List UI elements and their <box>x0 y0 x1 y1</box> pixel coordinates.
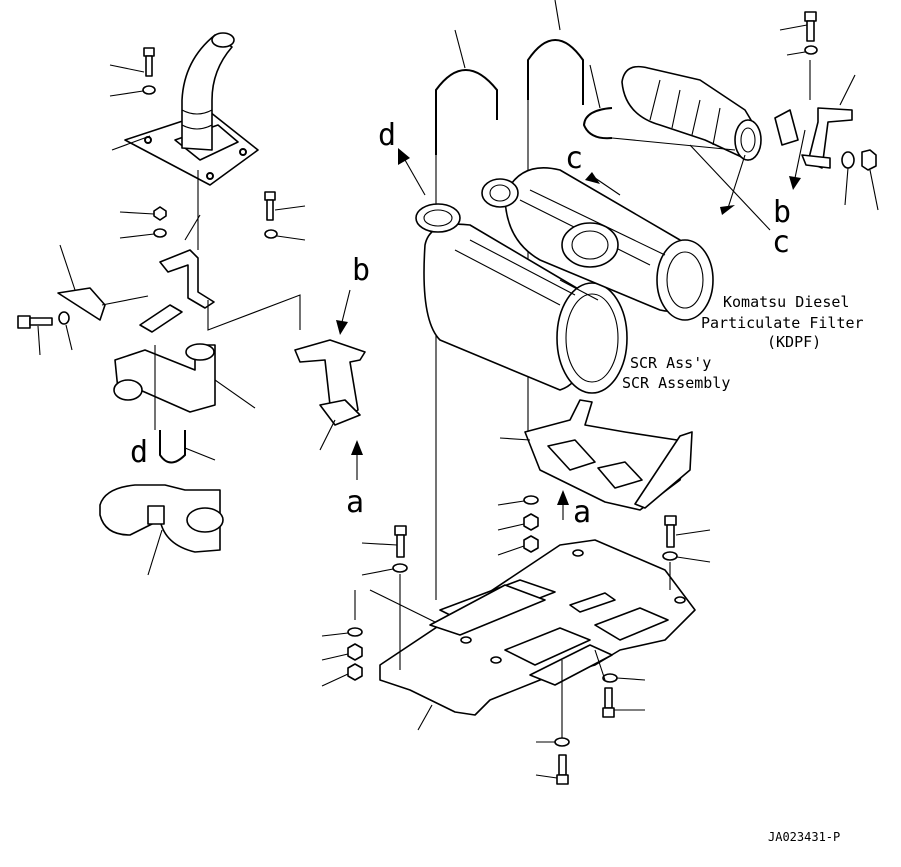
scr-label-line2: SCR Assembly <box>622 374 730 392</box>
washer-lower-right <box>662 551 711 563</box>
arrow-c-top <box>585 172 621 196</box>
vertical-bracket-center <box>294 339 366 451</box>
base-frame <box>379 539 696 731</box>
bolt-lower-left <box>361 525 407 558</box>
nut-lower-left-1 <box>321 643 363 661</box>
label-a-center: a <box>573 495 591 530</box>
arrow-b-right <box>789 129 806 190</box>
label-b-left: b <box>352 253 370 288</box>
bolt-left-upper <box>264 191 306 221</box>
label-d-top: d <box>378 118 396 153</box>
bracket-kdpf <box>801 74 856 169</box>
nut-left <box>119 206 167 221</box>
arrow-a-center <box>557 490 569 520</box>
arrow-a-left <box>351 440 363 480</box>
washer-bottom <box>536 737 570 747</box>
arrow-d-top <box>398 148 426 196</box>
washer-lower-left <box>361 563 408 576</box>
bolt-lower-right <box>664 515 711 548</box>
nut-center-2 <box>497 535 539 556</box>
arrow-c-right <box>689 144 771 231</box>
kdpf-label-line2: Particulate Filter <box>701 314 864 332</box>
clip-kdpf <box>774 109 799 146</box>
figure-code: JA023431-P <box>768 830 840 844</box>
label-d-left: d <box>130 435 148 470</box>
exhaust-pipe-lower <box>113 343 256 413</box>
kdpf-tube <box>621 65 762 161</box>
pipe-elbow-bottom <box>99 484 224 576</box>
u-bolt-center-right <box>527 0 584 105</box>
bolt-top-left <box>109 47 155 77</box>
label-c-top: c <box>565 141 583 176</box>
washer-lower-left-2 <box>321 627 363 637</box>
nut-kdpf-side <box>861 149 879 211</box>
scr-label-line1: SCR Ass'y <box>630 354 711 372</box>
washer-lower-center <box>602 673 646 683</box>
u-bolt-left <box>154 345 216 464</box>
label-a-left: a <box>346 485 364 520</box>
kdpf-label-line1: Komatsu Diesel <box>723 293 849 311</box>
nut-lower-left-2 <box>321 663 363 687</box>
elbow-pipe-with-flange <box>124 32 259 186</box>
bolt-lower-center <box>602 687 645 718</box>
nut-center-1 <box>497 513 539 531</box>
label-b-right: b <box>773 195 791 230</box>
clamp-plate-left <box>57 244 149 321</box>
scr-assembly <box>415 166 714 394</box>
label-c-right: c <box>772 225 790 260</box>
washer-kdpf-top <box>786 45 818 56</box>
scr-cradle <box>499 399 693 511</box>
washer-kdpf-side <box>841 151 855 206</box>
clamp-kdpf <box>582 64 736 151</box>
bolt-side-left <box>17 311 73 356</box>
arrow-b-left <box>336 289 351 335</box>
kdpf-label-line3: (KDPF) <box>767 333 821 351</box>
bolt-kdpf-top <box>779 11 817 42</box>
washer-left-upper <box>264 229 306 241</box>
bracket-small <box>139 304 183 333</box>
bolt-bottom <box>535 754 569 785</box>
washer-top-left <box>109 85 156 97</box>
u-bolt-center-left <box>435 29 498 155</box>
bracket-left <box>159 170 215 309</box>
washer-left <box>119 228 167 239</box>
washer-center-1 <box>497 495 539 506</box>
